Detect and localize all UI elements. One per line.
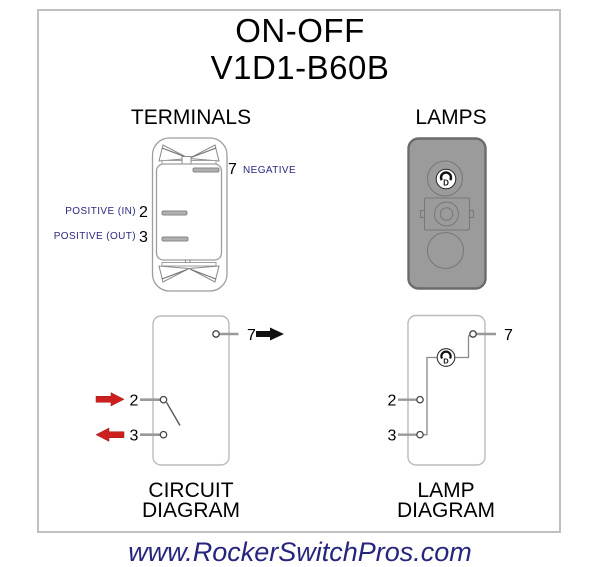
center-ring-outer — [434, 201, 459, 227]
lamp-letter: D — [443, 356, 449, 365]
terminal-2-pin — [159, 395, 168, 404]
positive-in-arrow-icon — [95, 392, 125, 407]
lamp-wire-to-7 — [454, 334, 472, 359]
page-title: ON-OFF V1D1-B60B — [0, 12, 600, 86]
circuit-terminal-7-number: 7 — [247, 327, 256, 344]
lamp-icon: D — [436, 348, 456, 367]
terminal-2-number: 2 — [139, 204, 148, 221]
lamp-letter: D — [443, 179, 449, 188]
lamp-diagram-drawing: 7 D 2 3 — [388, 314, 513, 466]
terminal-3-pin — [416, 430, 424, 439]
website-url-link[interactable]: www.RockerSwitchPros.com — [128, 537, 472, 567]
right-side-tab — [469, 210, 474, 218]
lamps-front-view-drawing: D — [407, 137, 487, 290]
negative-out-arrow-icon — [256, 327, 284, 341]
circuit-diagram-caption: CIRCUIT DIAGRAM — [91, 479, 291, 522]
lampdiag-terminal-7-number: 7 — [504, 327, 513, 344]
circuit-caption-line-2: DIAGRAM — [141, 499, 240, 522]
title-switch-function: ON-OFF — [235, 12, 365, 49]
lamp-caption-line-2: DIAGRAM — [396, 499, 495, 522]
bottom-tab-marks — [185, 259, 191, 263]
title-part-number: V1D1-B60B — [210, 49, 390, 86]
center-ring-inner — [439, 207, 454, 221]
terminal-2-blade — [161, 210, 188, 216]
lamp-diagram-caption: LAMP DIAGRAM — [346, 479, 546, 522]
terminal-3-number: 3 — [139, 229, 148, 246]
terminals-heading: TERMINALS — [130, 106, 252, 129]
circuit-terminal-3-number: 3 — [130, 428, 139, 445]
terminal-7-label: NEGATIVE — [243, 165, 297, 176]
terminal-3-blade — [161, 236, 189, 242]
top-lamp-window — [427, 160, 463, 197]
lamp-box-outline — [407, 314, 486, 466]
terminal-7-number: 7 — [228, 161, 237, 178]
left-side-tab — [420, 210, 425, 218]
switch-body-outline — [155, 163, 223, 261]
bottom-mounting-wings-icon — [158, 265, 220, 283]
circuit-caption-line-1: CIRCUIT — [148, 479, 234, 502]
lamp-wire-to-3 — [423, 356, 438, 436]
top-mounting-wings-icon — [158, 144, 220, 162]
terminal-3-pin — [159, 430, 168, 439]
circuit-diagram-drawing: 7 2 3 — [95, 315, 284, 466]
terminals-rear-view-drawing — [151, 137, 228, 292]
circuit-terminal-2-number: 2 — [130, 393, 139, 410]
switch-blade-open — [165, 401, 181, 426]
lamp-icon: D — [435, 168, 457, 190]
bottom-cap-strip — [161, 262, 217, 267]
circuit-box-outline — [152, 315, 230, 466]
terminal-3-label: POSITIVE (OUT) — [53, 231, 136, 242]
bottom-lamp-window — [427, 232, 464, 269]
lampdiag-terminal-3-number: 3 — [388, 428, 397, 445]
lamp-caption-line-1: LAMP — [417, 479, 475, 502]
terminal-2-pin — [416, 395, 424, 404]
lampdiag-terminal-2-number: 2 — [388, 393, 397, 410]
switch-housing-outline — [151, 137, 228, 292]
positive-out-arrow-icon — [95, 427, 125, 442]
lamps-heading: LAMPS — [415, 106, 487, 129]
terminal-7-pin — [469, 330, 477, 338]
terminal-7-blade — [192, 167, 220, 173]
terminal-7-pin — [212, 330, 220, 338]
terminal-2-label: POSITIVE (IN) — [65, 206, 136, 217]
